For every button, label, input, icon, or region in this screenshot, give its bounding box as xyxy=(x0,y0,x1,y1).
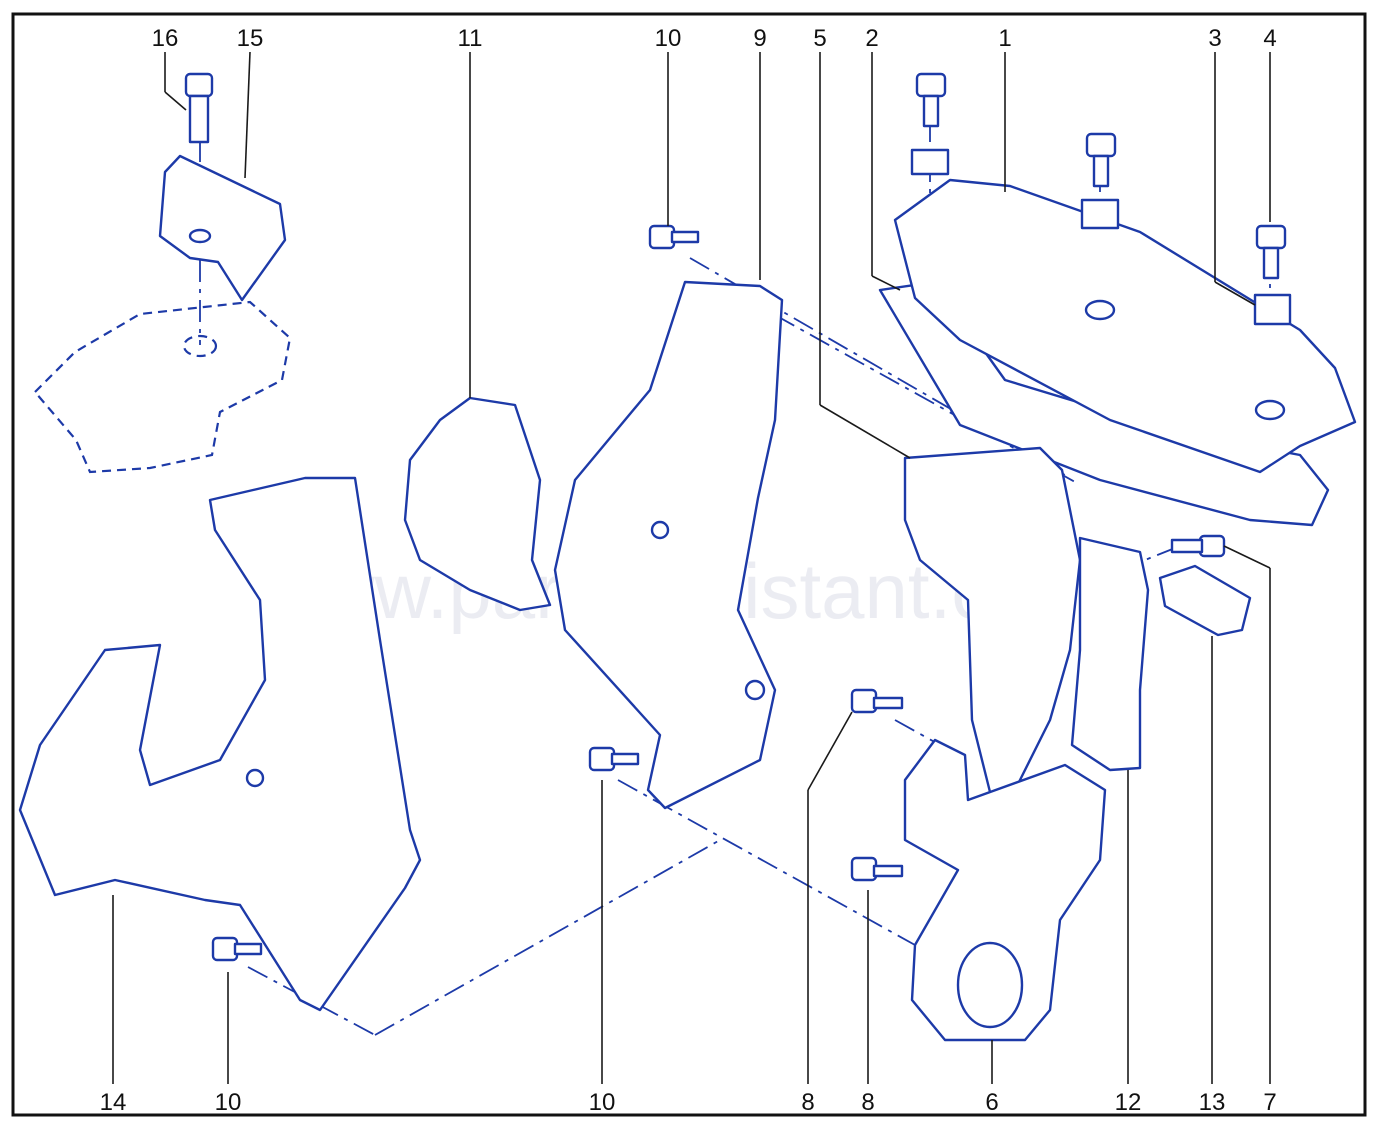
part-16-bolt xyxy=(184,72,214,144)
callout-9: 9 xyxy=(753,25,766,52)
part-10-bolts xyxy=(211,224,700,962)
callout-6: 6 xyxy=(985,1089,998,1116)
callout-10-left: 10 xyxy=(215,1089,242,1116)
part-9-middle-cover xyxy=(553,280,784,810)
part-12-strip xyxy=(1070,536,1150,772)
part-1-rocker-cover xyxy=(893,178,1357,474)
callout-11: 11 xyxy=(458,25,483,52)
callouts-top: 16 15 11 10 9 5 2 1 3 4 xyxy=(152,25,1277,52)
callout-10-center: 10 xyxy=(589,1089,616,1116)
callout-8-left: 8 xyxy=(801,1089,814,1116)
callout-16: 16 xyxy=(152,25,179,52)
callout-3: 3 xyxy=(1208,25,1221,52)
part-8-bolts xyxy=(850,688,904,882)
callout-12: 12 xyxy=(1115,1089,1142,1116)
part-11-cover xyxy=(403,396,552,612)
part-14-front-cover xyxy=(18,476,422,1012)
part-15-mount-bracket xyxy=(158,154,287,302)
part-6-lower-timing-cover xyxy=(903,738,1107,1042)
callouts-bottom: 14 10 10 8 8 6 12 13 7 xyxy=(100,1089,1277,1116)
part-7-bolt xyxy=(1170,534,1226,558)
callout-10-top: 10 xyxy=(655,25,682,52)
part-13-clip xyxy=(1158,564,1252,637)
callout-7: 7 xyxy=(1263,1089,1276,1116)
callout-13: 13 xyxy=(1199,1089,1226,1116)
engine-mount-outline xyxy=(33,300,292,474)
callout-5: 5 xyxy=(813,25,826,52)
callout-2: 2 xyxy=(865,25,878,52)
part-4-bolts xyxy=(915,72,1287,280)
callout-15: 15 xyxy=(237,25,264,52)
leader-lines xyxy=(112,51,1271,1084)
diagram-frame xyxy=(11,12,1367,1117)
part-3-grommets xyxy=(910,148,1292,326)
callout-4: 4 xyxy=(1263,25,1276,52)
callout-1: 1 xyxy=(998,25,1011,52)
callout-8-right: 8 xyxy=(861,1089,874,1116)
callout-14: 14 xyxy=(100,1089,127,1116)
